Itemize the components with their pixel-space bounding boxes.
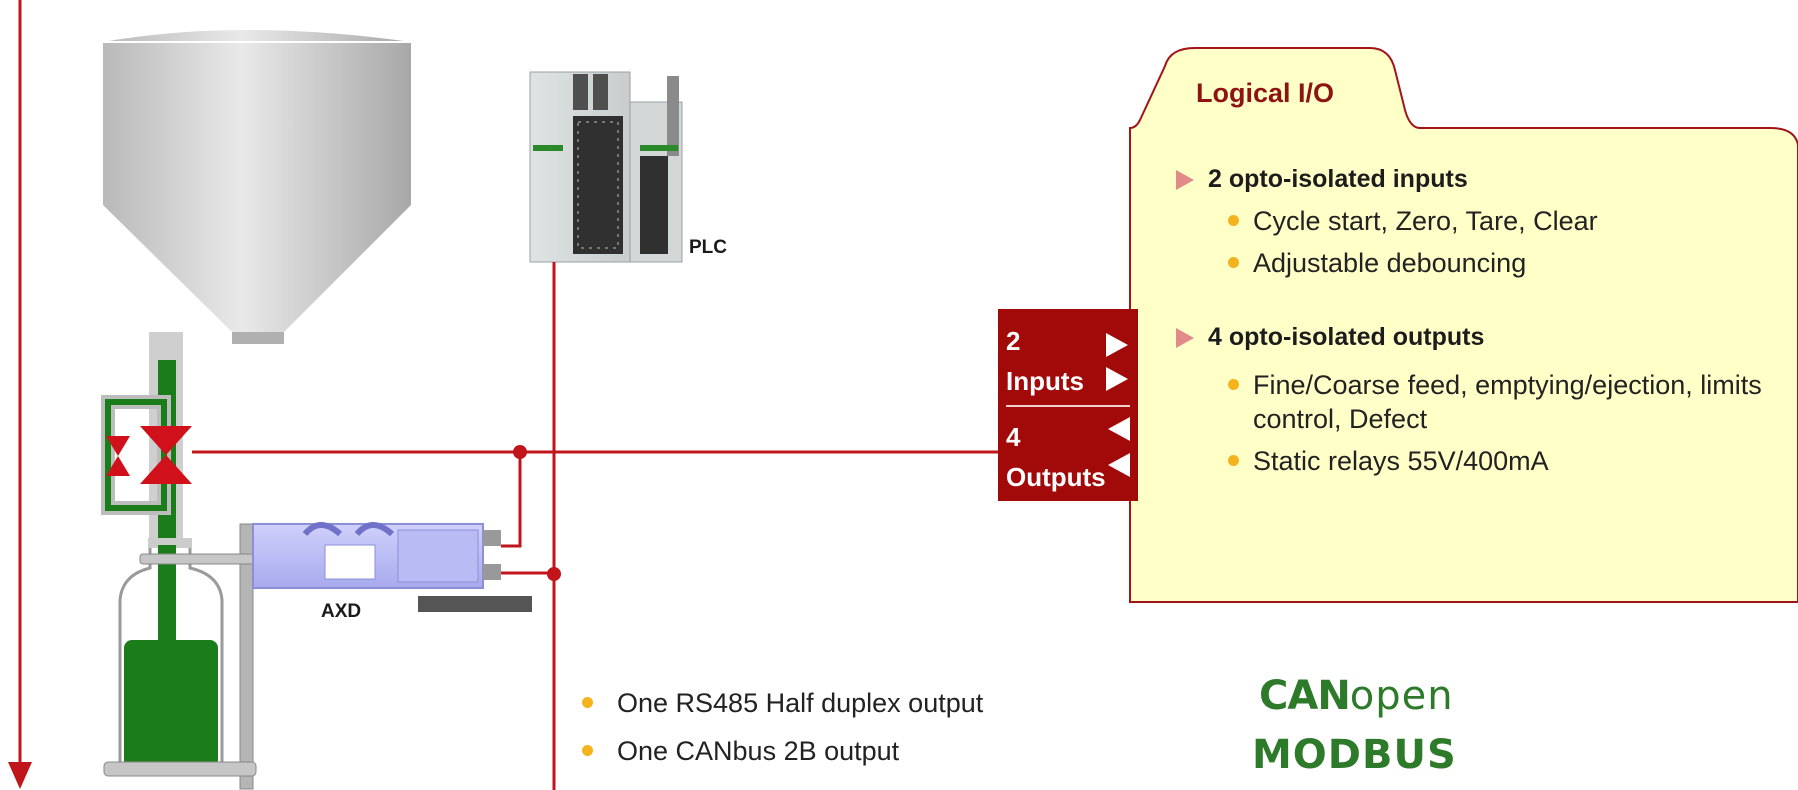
bottle <box>118 538 224 774</box>
bullet-dot-icon <box>1228 215 1239 226</box>
inputs-label: Inputs <box>1006 366 1084 396</box>
flow-arrow <box>8 0 32 789</box>
triangle-bullet-icon <box>1176 170 1194 190</box>
wiring <box>192 262 998 790</box>
inputs-section: 2 opto-isolated inputs Cycle start, Zero… <box>1168 162 1788 280</box>
axd-label: AXD <box>321 601 362 622</box>
list-item: One RS485 Half duplex output <box>577 686 1057 720</box>
panel-title: Logical I/O <box>1196 78 1335 108</box>
list-item: Fine/Coarse feed, emptying/ejection, lim… <box>1168 368 1788 436</box>
junction-dot <box>547 567 561 581</box>
scale-stand <box>103 523 261 790</box>
list-item: Static relays 55V/400mA <box>1168 444 1788 478</box>
triangle-bullet-icon <box>1176 328 1194 348</box>
bullet-dot-icon <box>582 745 593 756</box>
output-arrow-icon <box>1108 417 1130 441</box>
list-item: Adjustable debouncing <box>1168 246 1788 280</box>
axd-load-cell <box>252 522 532 612</box>
canopen-logo: CANopen <box>1259 673 1454 719</box>
plc-device <box>529 71 683 263</box>
outputs-section: 4 opto-isolated outputs Fine/Coarse feed… <box>1168 320 1788 478</box>
list-item: Cycle start, Zero, Tare, Clear <box>1168 204 1788 238</box>
junction-dot <box>513 445 527 459</box>
input-arrow-icon <box>1106 333 1128 357</box>
io-outputs: 4 Outputs <box>1006 417 1106 497</box>
output-arrow-icon <box>1108 453 1130 477</box>
bullet-dot-icon <box>1228 379 1239 390</box>
io-divider <box>1006 405 1130 407</box>
panel-content: 2 opto-isolated inputs Cycle start, Zero… <box>1168 162 1788 490</box>
outputs-label: Outputs <box>1006 462 1106 492</box>
plc-label: PLC <box>689 237 727 258</box>
inputs-count: 2 <box>1006 326 1021 356</box>
valve-icon <box>106 426 192 484</box>
outputs-count: 4 <box>1006 422 1021 452</box>
bullet-dot-icon <box>582 697 593 708</box>
modbus-logo: MODBUS <box>1252 732 1457 778</box>
bus-output-list: One RS485 Half duplex output One CANbus … <box>577 686 1057 782</box>
logical-io-panel <box>1129 47 1798 603</box>
bullet-dot-icon <box>1228 257 1239 268</box>
section-heading: 4 opto-isolated outputs <box>1168 320 1788 354</box>
list-item: One CANbus 2B output <box>577 734 1057 768</box>
silo <box>103 30 411 344</box>
section-heading: 2 opto-isolated inputs <box>1168 162 1788 196</box>
io-box: 2 Inputs 4 Outputs <box>998 309 1138 501</box>
bullet-dot-icon <box>1228 455 1239 466</box>
input-arrow-icon <box>1106 367 1128 391</box>
io-inputs: 2 Inputs <box>1006 321 1096 401</box>
